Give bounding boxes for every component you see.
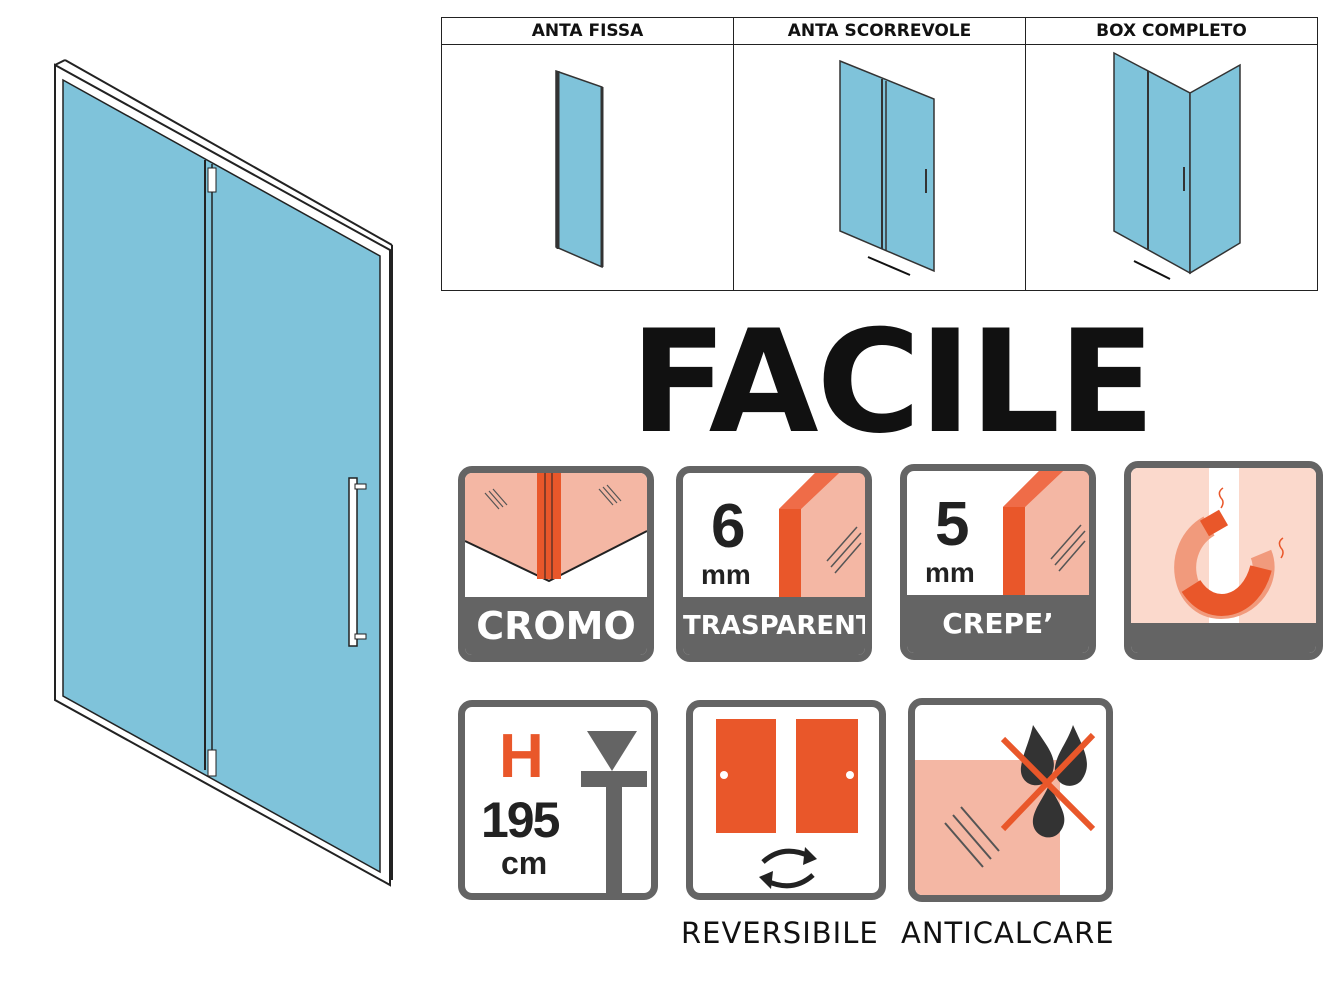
height-letter: H — [499, 722, 544, 791]
height-value: 195 — [481, 792, 560, 848]
anticalcare-caption: ANTICALCARE — [901, 916, 1115, 950]
magnet-icon — [1131, 468, 1316, 653]
thickness-unit: mm — [701, 559, 751, 590]
feature-magnetic-closure — [1124, 461, 1323, 660]
configuration-table: ANTA FISSA ANTA SCORREVOLE BOX COMPLETO — [441, 17, 1318, 291]
feature-label: TRASPARENTE — [683, 597, 865, 655]
thickness-value: 5 — [935, 490, 970, 559]
column-header: ANTA FISSA — [442, 18, 733, 45]
feature-reversibile — [686, 700, 886, 900]
thickness-unit: mm — [925, 557, 975, 588]
feature-anticalcare — [908, 698, 1113, 902]
door-handle-icon — [348, 477, 367, 647]
feature-height: H 195 cm — [458, 700, 658, 900]
column-header: BOX COMPLETO — [1026, 18, 1317, 45]
chrome-profile-icon — [465, 473, 647, 583]
feature-crepe: 5 mm CREPE’ — [900, 464, 1096, 660]
shower-box-icon — [1113, 51, 1241, 280]
feature-cromo: CROMO — [458, 466, 654, 662]
product-title: FACILE — [630, 300, 1155, 465]
reversibile-caption: REVERSIBILE — [681, 916, 879, 950]
config-box-completo: BOX COMPLETO — [1026, 18, 1317, 290]
sliding-door-icon — [839, 59, 935, 276]
feature-trasparente: 6 mm TRASPARENTE — [676, 466, 872, 662]
shower-door-illustration — [54, 59, 393, 887]
reversible-doors-icon — [716, 719, 858, 889]
height-marker-icon — [581, 731, 647, 893]
feature-label: CROMO — [465, 597, 647, 655]
config-anta-fissa: ANTA FISSA — [442, 18, 734, 290]
frosted-glass-icon — [1003, 471, 1089, 601]
anti-limescale-icon — [915, 725, 1096, 895]
height-unit: cm — [501, 845, 548, 881]
fixed-panel-icon — [555, 69, 604, 269]
feature-label: CREPE’ — [907, 595, 1089, 653]
clear-glass-icon — [779, 473, 865, 603]
column-header: ANTA SCORREVOLE — [734, 18, 1025, 45]
thickness-value: 6 — [711, 492, 746, 561]
config-anta-scorrevole: ANTA SCORREVOLE — [734, 18, 1026, 290]
